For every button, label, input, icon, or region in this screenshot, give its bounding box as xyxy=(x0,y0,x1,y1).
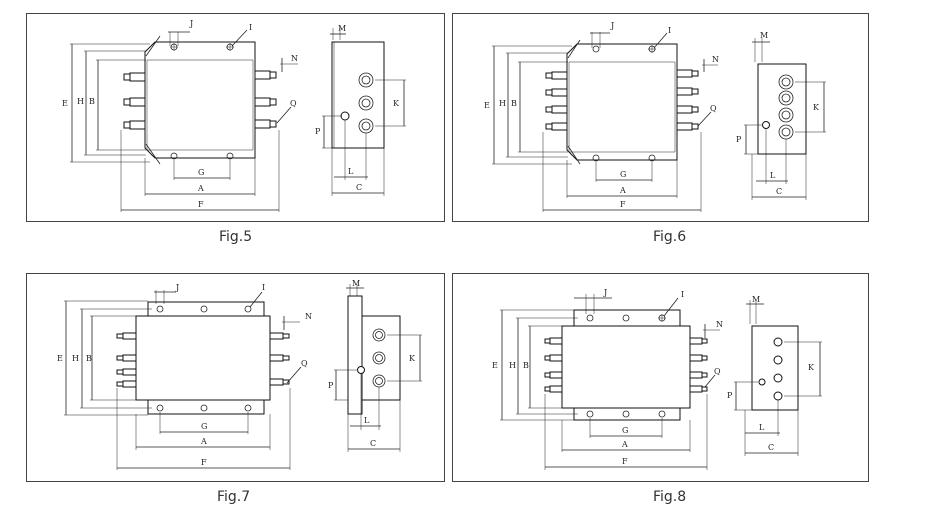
dim-label-h: H xyxy=(509,361,516,370)
dim-label-k: K xyxy=(409,354,416,363)
dim-label-k: K xyxy=(813,103,820,112)
dim-label-g: G xyxy=(622,426,628,435)
dim-label-i: I xyxy=(249,23,252,32)
figure-caption: Fig.5 xyxy=(219,229,253,245)
dim-label-l: L xyxy=(348,167,354,176)
figure-caption: Fig.6 xyxy=(653,229,687,245)
right-terminals xyxy=(689,337,708,393)
dim-label-h: H xyxy=(77,97,84,106)
filter-body-outline xyxy=(144,41,256,159)
figure-caption: Fig.7 xyxy=(217,489,251,505)
dim-label-j: J xyxy=(189,19,193,28)
dim-label-b: B xyxy=(86,354,92,363)
dim-label-m: M xyxy=(338,24,346,33)
dim-label-p: P xyxy=(736,135,742,144)
figure-caption: Fig.8 xyxy=(653,489,687,505)
dim-label-c: C xyxy=(370,439,376,448)
dim-label-b: B xyxy=(89,97,95,106)
left-terminals xyxy=(123,72,146,130)
right-terminals xyxy=(254,70,277,129)
dim-label-b: B xyxy=(523,361,529,370)
side-view-outline xyxy=(331,41,385,149)
right-terminals xyxy=(676,69,699,131)
dim-label-g: G xyxy=(620,170,626,179)
left-terminals xyxy=(116,332,137,388)
dim-label-e: E xyxy=(484,101,490,110)
dim-label-c: C xyxy=(356,183,362,192)
dim-label-m: M xyxy=(352,279,360,288)
dim-label-f: F xyxy=(201,458,207,467)
side-view-outline xyxy=(361,315,401,401)
dim-label-j: J xyxy=(603,288,607,297)
dim-label-p: P xyxy=(328,381,334,390)
dim-label-l: L xyxy=(770,171,776,180)
dim-label-a: A xyxy=(619,186,626,195)
dim-label-e: E xyxy=(57,354,63,363)
dim-label-g: G xyxy=(198,168,204,177)
dim-label-p: P xyxy=(315,127,321,136)
dim-label-e: E xyxy=(62,99,68,108)
dim-label-j: J xyxy=(175,283,179,292)
dim-label-h: H xyxy=(72,354,79,363)
dim-label-k: K xyxy=(393,99,400,108)
dim-label-q: Q xyxy=(710,104,717,113)
dim-label-c: C xyxy=(768,443,774,452)
dim-label-m: M xyxy=(760,31,768,40)
dim-label-p: P xyxy=(727,391,733,400)
dim-label-f: F xyxy=(622,457,628,466)
dim-label-q: Q xyxy=(290,99,297,108)
dim-label-n: N xyxy=(712,55,719,64)
left-terminals xyxy=(544,337,563,393)
dim-label-j: J xyxy=(610,21,614,30)
dim-label-i: I xyxy=(262,283,265,292)
filter-body-outline xyxy=(135,315,271,401)
dim-label-e: E xyxy=(492,361,498,370)
dim-label-h: H xyxy=(499,99,506,108)
dim-label-q: Q xyxy=(714,367,721,376)
dim-label-b: B xyxy=(511,99,517,108)
dim-label-n: N xyxy=(716,320,723,329)
dim-label-f: F xyxy=(620,200,626,209)
dim-label-a: A xyxy=(621,440,628,449)
filter-body-outline xyxy=(561,325,691,409)
dim-label-f: F xyxy=(198,200,204,209)
dim-label-k: K xyxy=(808,363,815,372)
dim-label-g: G xyxy=(201,422,207,431)
dim-label-l: L xyxy=(364,416,370,425)
left-terminals xyxy=(545,71,568,131)
dim-label-a: A xyxy=(197,184,204,193)
right-terminals xyxy=(269,332,290,386)
dim-label-i: I xyxy=(668,26,671,35)
dim-label-q: Q xyxy=(301,359,308,368)
dim-label-m: M xyxy=(752,295,760,304)
dim-label-i: I xyxy=(681,290,684,299)
dim-label-n: N xyxy=(305,312,312,321)
dim-label-n: N xyxy=(291,54,298,63)
dim-label-c: C xyxy=(776,187,782,196)
dim-label-l: L xyxy=(759,423,765,432)
dim-label-a: A xyxy=(200,437,207,446)
